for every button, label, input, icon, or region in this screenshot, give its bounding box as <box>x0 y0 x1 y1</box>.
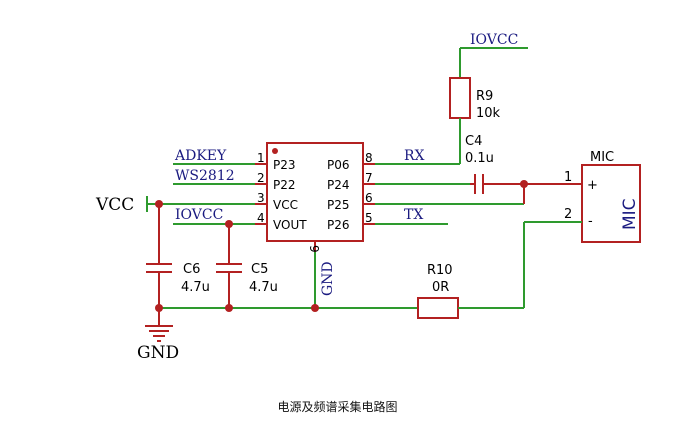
ic-chip: 1 2 3 4 P23 P22 VCC VOUT 8 7 6 5 P06 P24… <box>255 142 375 253</box>
ic-pin-4-name: VOUT <box>273 218 307 232</box>
ic-pin-5-name: P26 <box>327 218 350 232</box>
ic-pin-3-name: VCC <box>273 198 298 212</box>
r10-resistor: R10 0R <box>417 222 525 319</box>
schematic-diagram: IOVCC R9 10k 1 2 3 4 P23 P22 VCC VOUT 8 <box>95 32 641 363</box>
c5-value: 4.7u <box>249 280 278 295</box>
ic-pin-9-number: 9 <box>307 245 321 253</box>
gnd-rail: GND <box>159 252 418 309</box>
c6-capacitor: C6 4.7u <box>146 204 210 308</box>
iovcc-left-label: IOVCC <box>175 207 223 223</box>
ic-pin-1-number: 1 <box>257 151 265 165</box>
junction-dots <box>155 180 528 312</box>
iovcc-left-net: IOVCC <box>173 207 255 225</box>
rx-net: RX <box>375 148 460 165</box>
c4-value: 0.1u <box>465 151 494 166</box>
r9-resistor: R9 10k <box>449 77 501 164</box>
c4-capacitor: C4 0.1u <box>465 134 524 194</box>
ic-pin-2-number: 2 <box>257 171 265 185</box>
rx-label: RX <box>404 148 425 164</box>
mic-pin2-number: 2 <box>564 207 572 222</box>
microphone: MIC 1 2 + - MIC <box>524 150 641 243</box>
c5-capacitor: C5 4.7u <box>216 224 278 308</box>
ic-pin-3-number: 3 <box>257 191 265 205</box>
ic-pin-8-name: P06 <box>327 158 350 172</box>
mic-pin1-number: 1 <box>564 170 572 185</box>
ic-pin-6-number: 6 <box>365 191 373 205</box>
mic-plus-sign: + <box>587 178 598 193</box>
diagram-caption: 电源及频谱采集电路图 <box>277 400 398 414</box>
c4-ref: C4 <box>465 134 482 149</box>
ic-pin-2-name: P22 <box>273 178 296 192</box>
c6-ref: C6 <box>183 262 200 277</box>
tx-net: TX <box>375 207 448 225</box>
c5-ref: C5 <box>251 262 268 277</box>
c6-value: 4.7u <box>181 280 210 295</box>
mic-ref: MIC <box>590 150 614 165</box>
adkey-label: ADKEY <box>174 148 227 164</box>
mic-bias-wire <box>523 183 582 204</box>
gnd-symbol: GND <box>137 308 179 363</box>
gnd-label: GND <box>137 343 179 363</box>
ic-pin-8-number: 8 <box>365 151 373 165</box>
vcc-label: VCC <box>95 195 134 215</box>
r10-value: 0R <box>432 280 449 295</box>
ic-pin-4-number: 4 <box>257 211 265 225</box>
vcc-net: VCC <box>95 195 255 215</box>
gnd-pin-label: GND <box>320 261 336 296</box>
adkey-net: ADKEY <box>173 148 255 165</box>
tx-label: TX <box>404 207 423 223</box>
ws2812-label: WS2812 <box>175 168 235 184</box>
ic-pin-7-name: P24 <box>327 178 350 192</box>
r9-ref: R9 <box>476 89 493 104</box>
r10-ref: R10 <box>427 263 453 278</box>
mic-minus-sign: - <box>588 214 593 229</box>
r9-value: 10k <box>476 106 501 121</box>
ic-pin-5-number: 5 <box>365 211 373 225</box>
iovcc-top-net: IOVCC <box>459 32 528 78</box>
ic-pin-7-number: 7 <box>365 171 373 185</box>
mic-body-label: MIC <box>620 198 640 230</box>
ic-pin-6-name: P25 <box>327 198 350 212</box>
iovcc-top-label: IOVCC <box>470 32 518 48</box>
ws2812-net: WS2812 <box>173 168 255 185</box>
ic-pin-1-name: P23 <box>273 158 296 172</box>
